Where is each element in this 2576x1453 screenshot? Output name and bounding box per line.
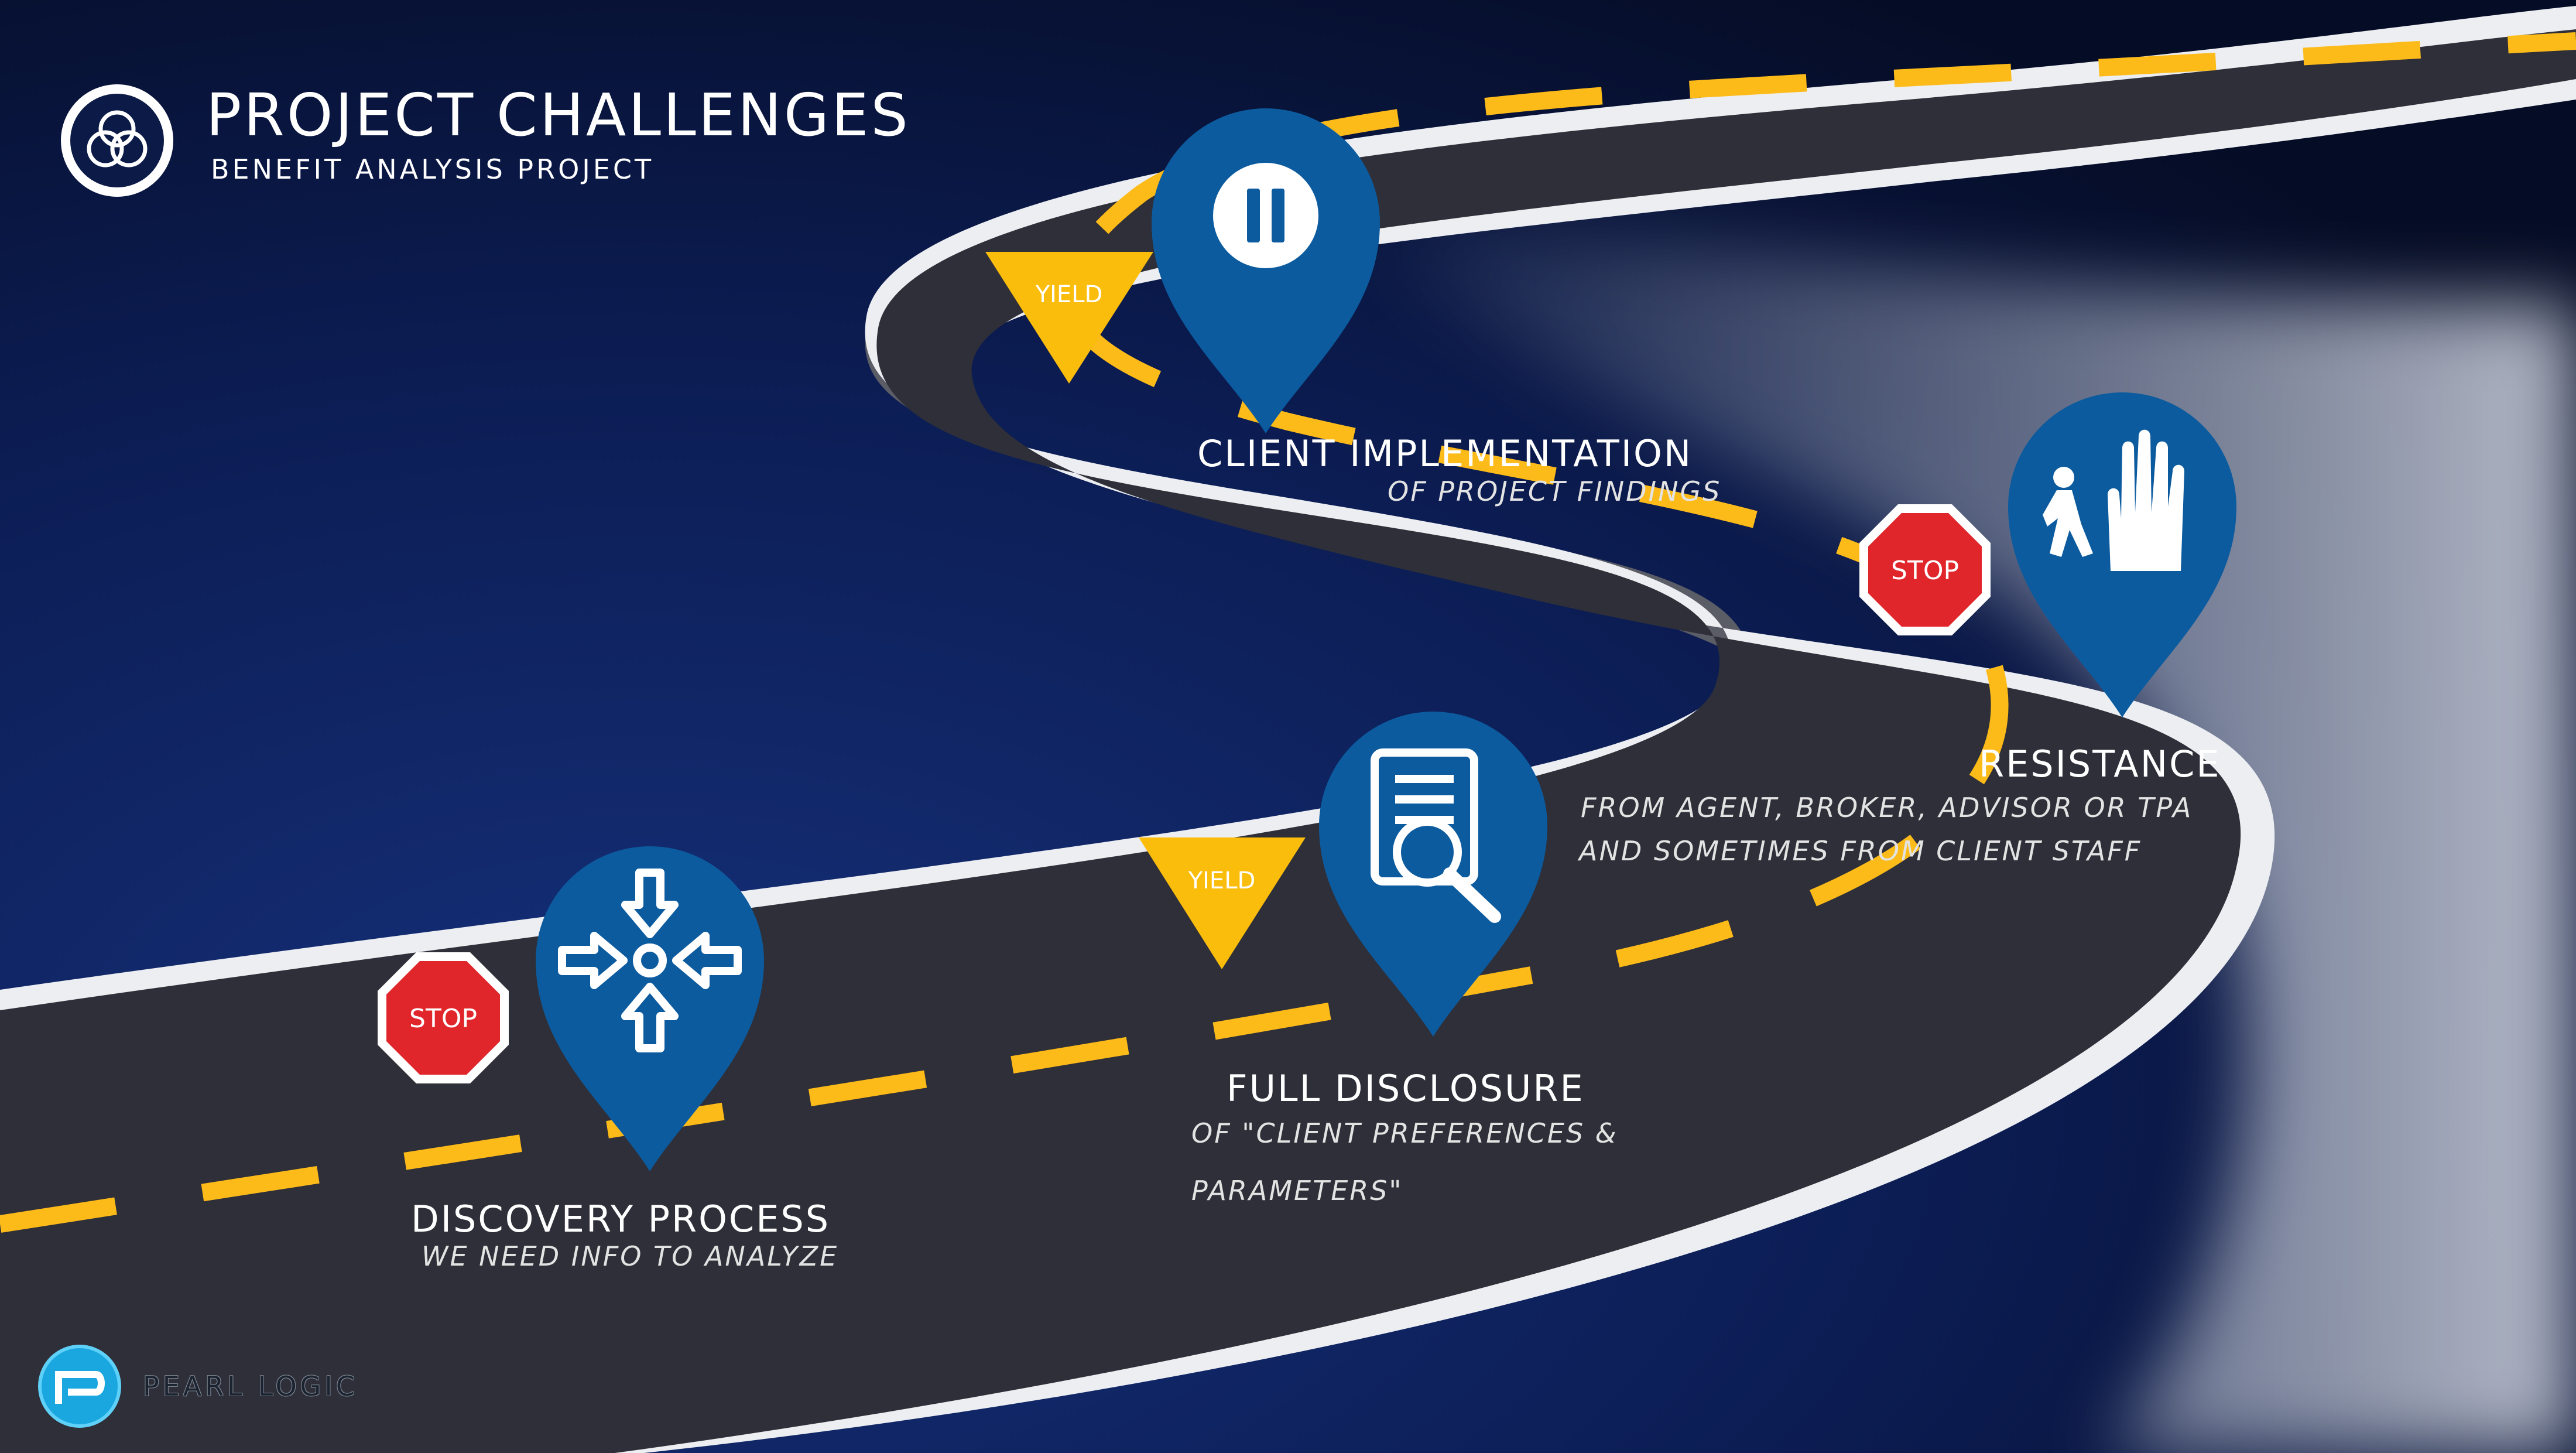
pause-icon	[1213, 163, 1318, 268]
milestone-subtitle-client-implementation: OF PROJECT FINDINGS	[1388, 476, 1721, 507]
milestone-subtitle-resistance-line1: FROM AGENT, BROKER, ADVISOR OR TPA	[1581, 792, 2193, 823]
stop-sign-lower: STOP	[378, 952, 509, 1083]
milestone-subtitle-discovery-process: WE NEED INFO TO ANALYZE	[422, 1240, 838, 1272]
pearl-logic-logo-icon	[40, 1346, 119, 1426]
milestone-subtitle-full-disclosure-line2: PARAMETERS"	[1191, 1175, 1403, 1206]
milestone-title-resistance: RESISTANCE	[1979, 743, 2221, 785]
yield-sign-upper-text: YIELD	[1035, 281, 1103, 308]
page-title: PROJECT CHALLENGES	[206, 81, 910, 149]
milestone-title-discovery-process: DISCOVERY PROCESS	[411, 1198, 830, 1240]
stop-sign-upper-text: STOP	[1891, 556, 1959, 586]
milestone-title-client-implementation: CLIENT IMPLEMENTATION	[1197, 432, 1693, 475]
stop-sign-upper: STOP	[1859, 504, 1991, 635]
yield-sign-lower-text: YIELD	[1188, 867, 1256, 894]
milestone-subtitle-resistance-line2: AND SOMETIMES FROM CLIENT STAFF	[1579, 835, 2142, 867]
milestone-title-full-disclosure: FULL DISCLOSURE	[1227, 1067, 1585, 1110]
stop-sign-lower-text: STOP	[409, 1004, 477, 1034]
venn-circles-icon	[61, 84, 173, 197]
milestone-subtitle-full-disclosure-line1: OF "CLIENT PREFERENCES &	[1191, 1117, 1618, 1149]
page-subtitle: BENEFIT ANALYSIS PROJECT	[211, 153, 654, 185]
brand-name: PEARL LOGIC	[143, 1370, 358, 1402]
